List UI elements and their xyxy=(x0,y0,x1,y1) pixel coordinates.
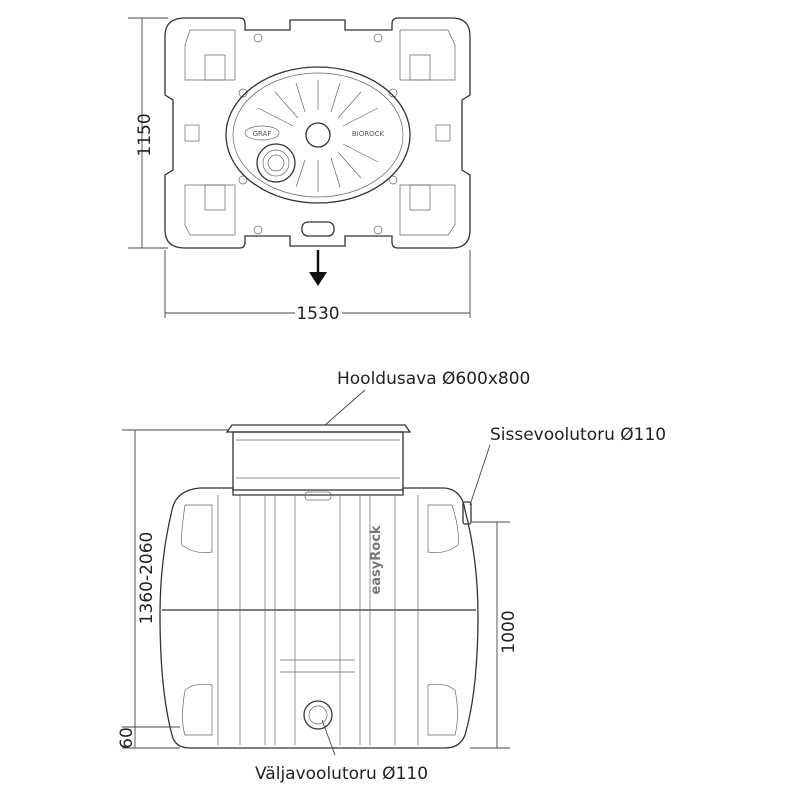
tank-outline-side xyxy=(159,487,479,749)
side-view: easyRock Hooldusava Ø600x800 Sissevoolut… xyxy=(117,369,666,784)
tank-outline-top xyxy=(164,17,471,249)
side-slot-left xyxy=(184,124,200,142)
installation-height-label: 1360-2060 xyxy=(137,532,157,625)
tank-ribs xyxy=(181,491,459,745)
base-dimension-label: 60 xyxy=(117,727,137,749)
inlet-pipe-label: Sissevoolutoru Ø110 xyxy=(490,425,666,445)
graf-logo-text: GRAF xyxy=(253,130,272,138)
outlet-pipe-label: Väljavoolutoru Ø110 xyxy=(255,764,428,784)
inlet-height-label: 1000 xyxy=(499,610,519,653)
lid-ribs xyxy=(257,80,379,192)
outlet-pipe xyxy=(303,700,333,730)
manhole-label: Hooldusava Ø600x800 xyxy=(337,369,530,389)
vent-cap-icon xyxy=(256,143,296,183)
graf-logo xyxy=(244,125,280,141)
manhole-lid xyxy=(225,66,411,204)
height-dimension-label: 1150 xyxy=(135,113,155,156)
inlet-pipe xyxy=(462,501,472,525)
manhole-cover-side xyxy=(225,424,412,433)
top-view: GRAF BIOROCK 1150 1530 xyxy=(128,17,471,324)
corner-pockets xyxy=(204,54,431,211)
side-slot-right xyxy=(435,124,451,142)
center-logo-icon xyxy=(305,122,331,148)
manhole-shaft xyxy=(232,431,404,491)
easyrock-brand-text: easyRock xyxy=(369,525,384,594)
flow-direction-arrow-icon xyxy=(309,272,327,286)
width-dimension-label: 1530 xyxy=(296,304,339,324)
outlet-port-top xyxy=(301,221,335,237)
biorock-logo-text: BIOROCK xyxy=(352,130,385,138)
